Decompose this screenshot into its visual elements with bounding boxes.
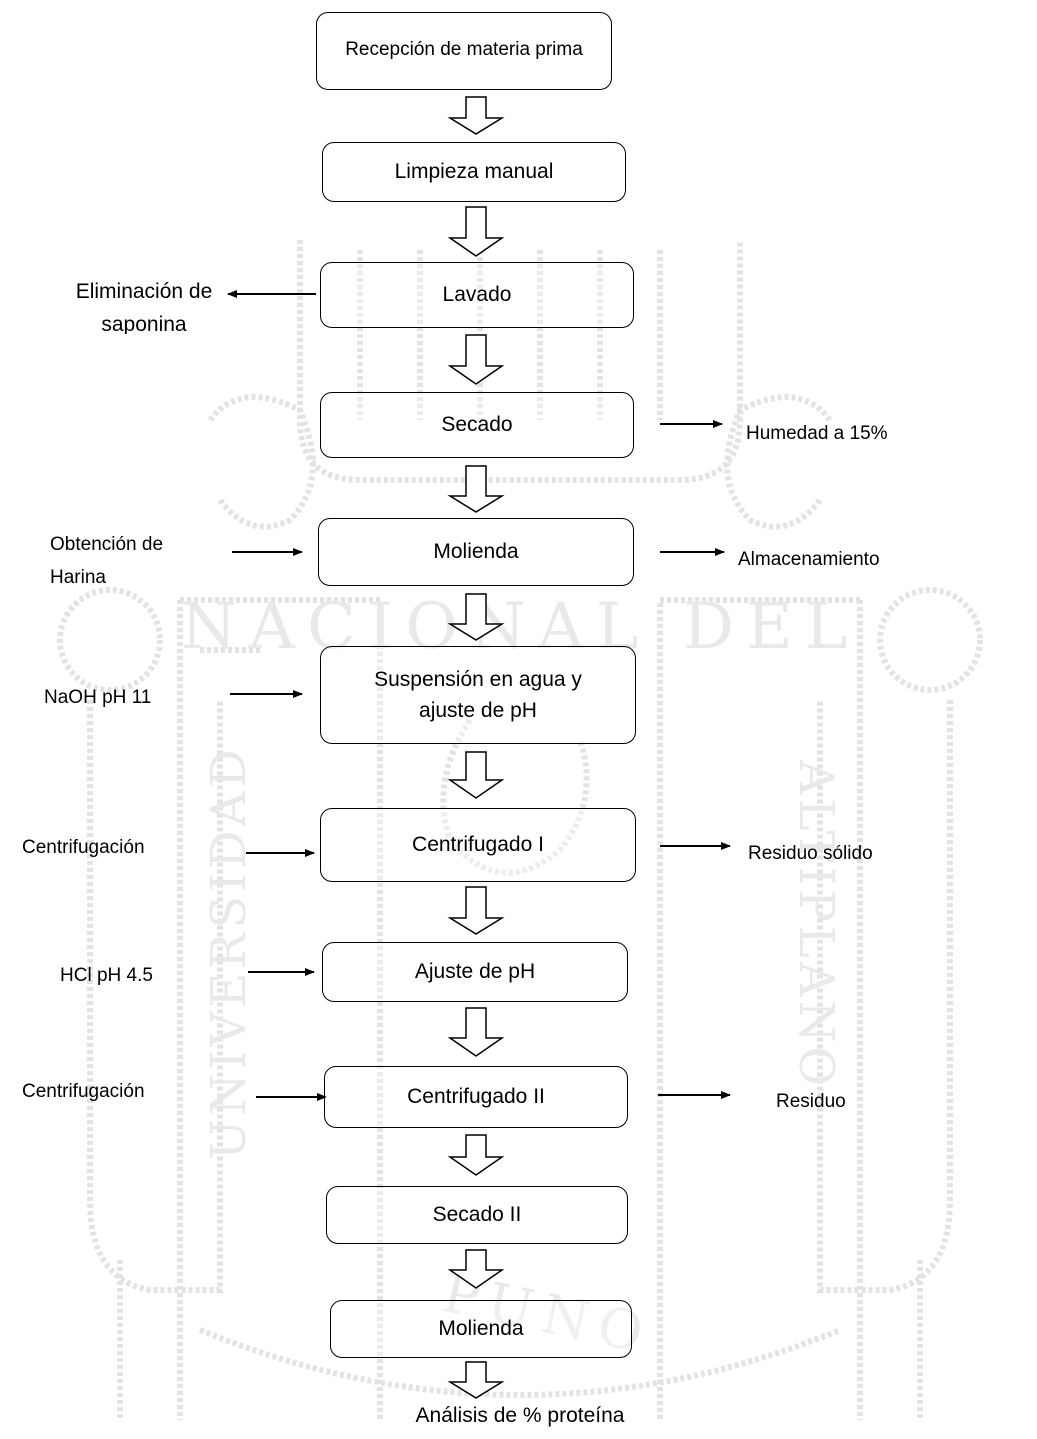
label-naoh: NaOH pH 11 [44,687,152,708]
down-arrow-5 [447,593,505,641]
step-lavado: Lavado [320,262,634,328]
step-molienda-2: Molienda [330,1300,632,1358]
step-recepcion: Recepción de materia prima [316,12,612,90]
label-almacenamiento: Almacenamiento [738,549,880,570]
step-lavado-label: Lavado [442,283,512,307]
step-suspension: Suspensión en agua y ajuste de pH [320,646,636,744]
step-ajuste-ph-label: Ajuste de pH [414,960,536,984]
down-arrow-8 [447,1007,505,1057]
step-secado-2-label: Secado II [432,1203,522,1227]
label-residuo: Residuo [776,1091,846,1112]
final-output-label: Análisis de % proteína [415,1404,625,1427]
step-secado-label: Secado [441,413,513,437]
step-secado: Secado [320,392,634,458]
step-suspension-label: Suspensión en agua y ajuste de pH [374,667,582,723]
down-arrow-10 [447,1249,505,1289]
step-secado-2: Secado II [326,1186,628,1244]
label-residuo-solido: Residuo sólido [748,843,873,864]
down-arrow-11 [447,1361,505,1399]
label-obtencion-harina: Obtención de Harina [50,534,164,589]
down-arrow-1 [447,96,505,135]
step-centrifugado-1: Centrifugado I [320,808,636,882]
watermark-text-left: UNIVERSIDAD [201,745,257,1160]
label-centrifugacion-1: Centrifugación [22,837,145,858]
down-arrow-3 [447,334,505,385]
label-eliminacion-saponina: Eliminación de saponina [75,280,213,334]
label-humedad: Humedad a 15% [746,423,888,444]
down-arrow-6 [447,751,505,799]
down-arrow-2 [447,206,505,257]
step-centrifugado-1-label: Centrifugado I [412,833,544,857]
step-centrifugado-2: Centrifugado II [324,1066,628,1128]
step-recepcion-label: Recepción de materia prima [345,39,583,60]
down-arrow-9 [447,1134,505,1176]
step-centrifugado-2-label: Centrifugado II [407,1085,545,1109]
step-molienda-2-label: Molienda [438,1317,524,1341]
step-molienda-label: Molienda [433,540,519,564]
label-hcl: HCl pH 4.5 [60,965,153,986]
step-molienda: Molienda [318,518,634,586]
watermark-text-right: ALTIPLANO [788,759,844,1090]
down-arrow-7 [447,886,505,935]
down-arrow-4 [447,465,505,513]
step-ajuste-ph: Ajuste de pH [322,942,628,1002]
watermark-text-top: NACIONAL DEL [181,590,860,664]
step-limpieza: Limpieza manual [322,142,626,202]
step-limpieza-label: Limpieza manual [394,160,554,184]
label-centrifugacion-2: Centrifugación [22,1081,145,1102]
